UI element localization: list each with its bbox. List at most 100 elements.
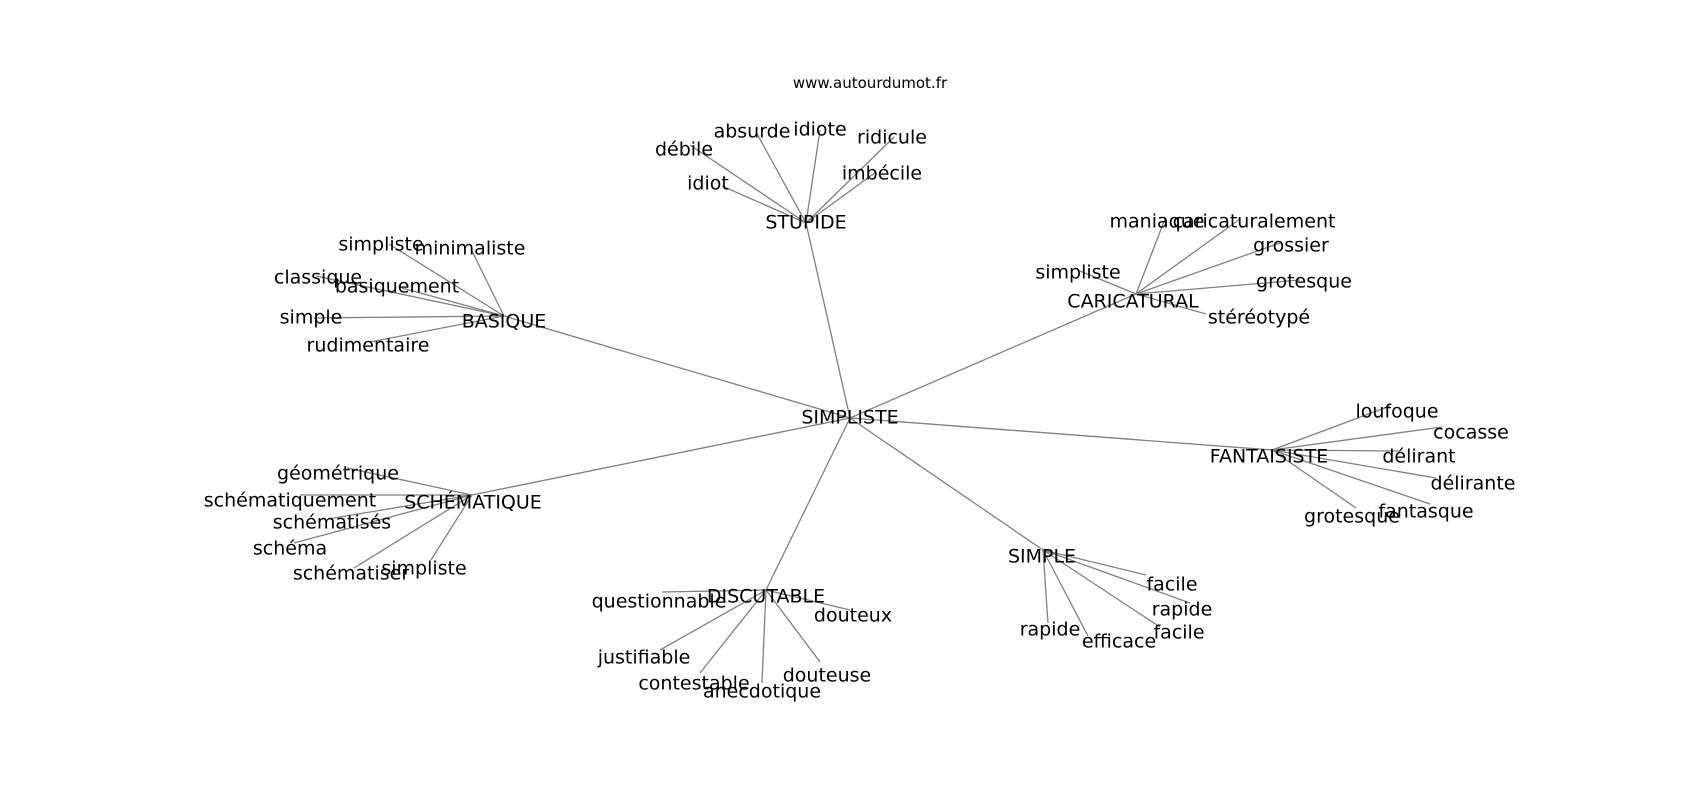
edge-3-1 bbox=[1271, 426, 1443, 451]
hub-node[interactable]: FANTAISISTE bbox=[1210, 446, 1328, 468]
leaf-node[interactable]: simple bbox=[280, 307, 343, 329]
hub-node[interactable]: SCHÉMATIQUE bbox=[404, 491, 542, 514]
edge-2-4 bbox=[1135, 279, 1301, 295]
edge-1-0 bbox=[388, 243, 505, 317]
leaf-node[interactable]: grotesque bbox=[1304, 506, 1400, 528]
edge-4-4 bbox=[353, 494, 473, 569]
leaf-node[interactable]: questionnable bbox=[592, 591, 727, 613]
edge-3-5 bbox=[1271, 449, 1431, 505]
leaf-node[interactable]: schématisés bbox=[273, 512, 391, 534]
edge-0-0 bbox=[689, 144, 807, 224]
edge-6-2 bbox=[1042, 549, 1161, 628]
edge-6-1 bbox=[1042, 549, 1191, 604]
leaf-node[interactable]: efficace bbox=[1082, 631, 1156, 653]
edge-0-1 bbox=[755, 131, 807, 224]
leaf-node[interactable]: stéréotypé bbox=[1208, 307, 1310, 329]
edge-3-0 bbox=[1271, 405, 1391, 451]
edge-3-4 bbox=[1271, 449, 1357, 509]
edge-1-5 bbox=[369, 315, 505, 343]
leaf-node[interactable]: délirante bbox=[1431, 473, 1516, 495]
edge-5-5 bbox=[761, 589, 767, 684]
edge-3-3 bbox=[1271, 449, 1437, 479]
edge-0-3 bbox=[805, 136, 895, 224]
leaf-node[interactable]: idiot bbox=[687, 173, 729, 195]
edge-2-5 bbox=[1135, 293, 1207, 315]
leaf-node[interactable]: schématiser bbox=[293, 563, 410, 585]
leaf-node[interactable]: grotesque bbox=[1256, 271, 1352, 293]
leaf-node[interactable]: classique bbox=[274, 267, 362, 289]
leaf-node[interactable]: débile bbox=[655, 139, 713, 161]
leaf-node[interactable]: géométrique bbox=[277, 463, 399, 485]
edge-root-6 bbox=[849, 417, 1044, 551]
edge-6-3 bbox=[1042, 549, 1049, 624]
edge-1-3 bbox=[401, 287, 505, 317]
edge-2-2 bbox=[1135, 242, 1281, 295]
edge-6-4 bbox=[1042, 549, 1089, 637]
leaf-node[interactable]: douteuse bbox=[783, 665, 872, 687]
leaf-node[interactable]: simpliste bbox=[1035, 262, 1120, 284]
root-node[interactable]: SIMPLISTE bbox=[801, 407, 898, 429]
hub-node[interactable]: SIMPLE bbox=[1008, 546, 1076, 568]
leaf-node[interactable]: grossier bbox=[1253, 235, 1329, 257]
leaf-node[interactable]: facile bbox=[1153, 622, 1204, 644]
leaf-node[interactable]: délirant bbox=[1382, 446, 1455, 468]
hub-node[interactable]: BASIQUE bbox=[462, 311, 547, 333]
hub-node[interactable]: DISCUTABLE bbox=[707, 586, 825, 608]
leaf-node[interactable]: absurde bbox=[714, 121, 791, 143]
source-label[interactable]: www.autourdumot.fr bbox=[793, 74, 948, 92]
leaf-node[interactable]: basiquement bbox=[335, 276, 459, 298]
leaf-node[interactable]: idiote bbox=[793, 119, 846, 141]
edge-5-4 bbox=[765, 589, 821, 663]
leaf-node[interactable]: schéma bbox=[253, 538, 327, 560]
edge-4-2 bbox=[327, 494, 473, 520]
edge-0-4 bbox=[805, 171, 877, 224]
edge-5-3 bbox=[699, 589, 767, 674]
leaf-node[interactable]: schématiquement bbox=[204, 490, 376, 512]
hub-node[interactable]: STUPIDE bbox=[765, 212, 846, 234]
edge-root-2 bbox=[849, 293, 1137, 419]
leaf-node[interactable]: imbécile bbox=[842, 163, 922, 185]
edge-6-0 bbox=[1042, 549, 1147, 576]
edge-root-5 bbox=[765, 417, 851, 591]
edge-1-1 bbox=[470, 248, 505, 317]
leaf-node[interactable]: cocasse bbox=[1433, 422, 1509, 444]
leaf-node[interactable]: caricaturalement bbox=[1173, 211, 1336, 233]
leaf-node[interactable]: minimaliste bbox=[415, 238, 526, 260]
edge-5-2 bbox=[659, 589, 767, 651]
leaf-node[interactable]: justifiable bbox=[597, 647, 691, 669]
edge-0-2 bbox=[805, 129, 821, 224]
leaf-node[interactable]: anecdotique bbox=[703, 681, 821, 703]
edge-5-0 bbox=[661, 589, 767, 593]
edge-2-1 bbox=[1135, 218, 1241, 295]
edge-0-5 bbox=[721, 185, 807, 224]
edge-root-4 bbox=[471, 417, 851, 496]
leaf-node[interactable]: douteux bbox=[814, 605, 892, 627]
edge-root-3 bbox=[849, 417, 1273, 451]
edge-3-2 bbox=[1271, 449, 1401, 452]
leaf-node[interactable]: ridicule bbox=[857, 127, 927, 149]
edge-5-1 bbox=[765, 589, 851, 611]
edge-root-0 bbox=[805, 222, 851, 419]
leaf-node[interactable]: rapide bbox=[1152, 599, 1213, 621]
graph-edges bbox=[293, 129, 1443, 684]
edge-4-5 bbox=[430, 494, 473, 561]
edge-2-0 bbox=[1135, 218, 1166, 295]
leaf-node[interactable]: simpliste bbox=[381, 558, 466, 580]
edge-root-1 bbox=[503, 315, 851, 419]
leaf-node[interactable]: simpliste bbox=[338, 234, 423, 256]
edge-1-2 bbox=[315, 275, 505, 317]
leaf-node[interactable]: maniaque bbox=[1110, 211, 1205, 233]
leaf-node[interactable]: loufoque bbox=[1355, 401, 1438, 423]
edge-4-3 bbox=[293, 494, 473, 544]
edge-2-3 bbox=[1079, 270, 1137, 295]
edge-1-4 bbox=[313, 315, 505, 319]
leaf-node[interactable]: contestable bbox=[638, 673, 749, 695]
leaf-node[interactable]: rapide bbox=[1020, 619, 1081, 641]
edge-4-0 bbox=[346, 467, 473, 496]
leaf-node[interactable]: facile bbox=[1146, 574, 1197, 596]
leaf-node[interactable]: fantasque bbox=[1378, 501, 1473, 523]
hub-node[interactable]: CARICATURAL bbox=[1067, 291, 1199, 313]
leaf-node[interactable]: rudimentaire bbox=[307, 335, 430, 357]
